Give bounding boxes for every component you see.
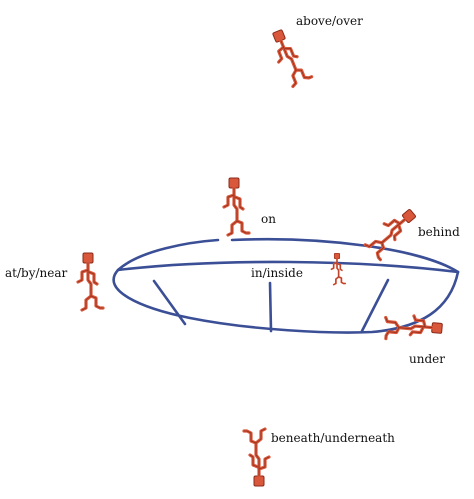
label-on: on [261,212,276,226]
figure-behind-icon [361,203,425,263]
figure-in-icon [330,252,347,286]
figure-at-icon [76,251,105,312]
round-table-icon [112,237,460,334]
figure-on-icon [222,176,251,237]
figure-beneath-icon [242,427,271,488]
label-beneath: beneath/underneath [271,431,395,445]
label-under: under [409,352,445,366]
label-above: above/over [296,14,363,28]
label-in: in/inside [251,266,303,280]
label-behind: behind [418,225,460,239]
figure-above-icon [266,24,314,90]
label-at: at/by/near [5,266,68,280]
